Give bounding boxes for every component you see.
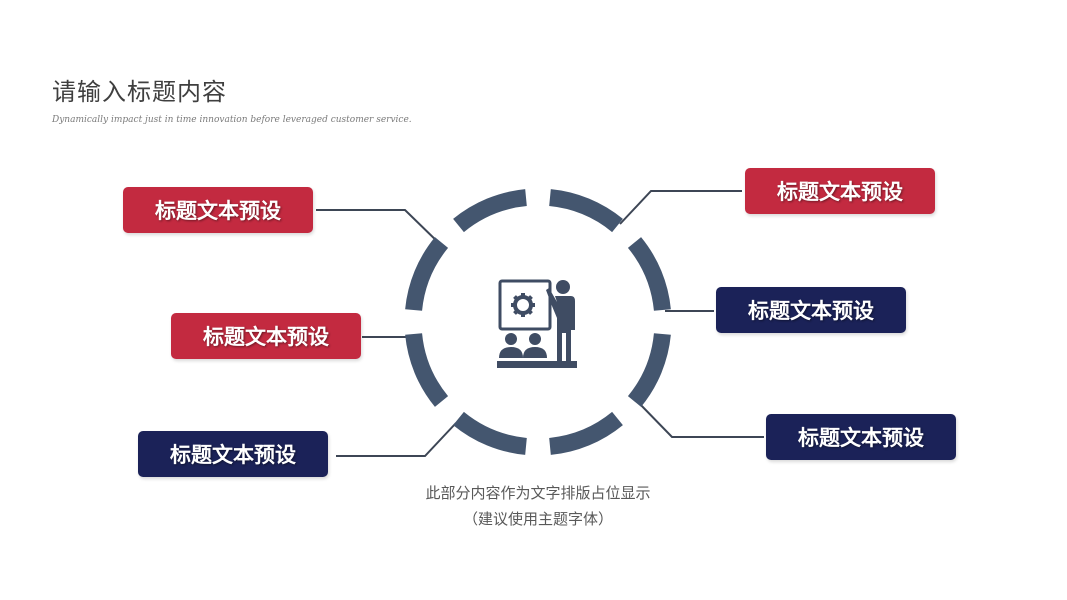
gear-icon <box>511 293 535 317</box>
label-left-middle: 标题文本预设 <box>171 313 361 359</box>
label-right-middle: 标题文本预设 <box>716 287 906 333</box>
page-title: 请输入标题内容 <box>52 78 227 106</box>
connector-left-bottom <box>336 422 457 457</box>
label-left-top: 标题文本预设 <box>123 187 313 233</box>
ring-segment <box>627 237 671 312</box>
page-subtitle: Dynamically impact just in time innovati… <box>52 115 412 125</box>
ring-segment <box>548 411 623 455</box>
label-right-bottom: 标题文本预设 <box>766 414 956 460</box>
ring-segment <box>453 189 528 233</box>
caption-text: 此部分内容作为文字排版占位显示 （建议使用主题字体） <box>398 480 678 532</box>
label-left-bottom: 标题文本预设 <box>138 431 328 477</box>
ring-segment <box>405 237 449 312</box>
caption-line-1: 此部分内容作为文字排版占位显示 <box>425 484 651 502</box>
connector-right-bottom <box>635 399 764 438</box>
ring-segment <box>627 332 671 407</box>
caption-line-2: （建议使用主题字体） <box>462 510 613 528</box>
label-right-top: 标题文本预设 <box>745 168 935 214</box>
segmented-ring <box>405 189 671 455</box>
presentation-teamwork-icon <box>497 279 577 368</box>
ring-segment <box>548 189 623 233</box>
connector-left-top <box>316 209 444 248</box>
ring-segment <box>405 332 449 407</box>
ring-segment <box>453 411 528 455</box>
connector-right-top <box>619 190 742 225</box>
connector-lines <box>316 190 764 457</box>
